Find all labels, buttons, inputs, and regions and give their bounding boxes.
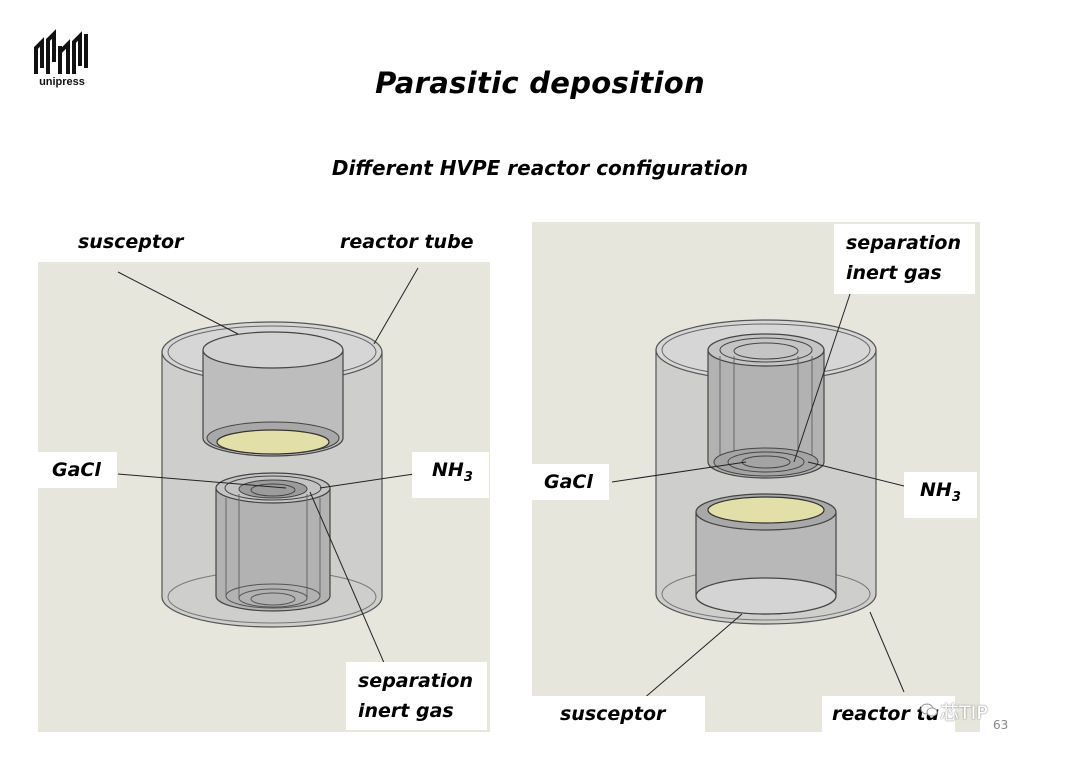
wechat-icon: [920, 703, 938, 717]
left-nh3-label: NH3: [412, 452, 489, 498]
right-gacl-label: GaCl: [532, 464, 609, 500]
left-separation-inert-gas-label: separation inert gas: [346, 662, 487, 730]
left-gacl-label: GaCl: [38, 452, 117, 488]
right-separation-inert-gas-label: separation inert gas: [834, 224, 975, 294]
page-number: 63: [993, 718, 1009, 732]
left-susceptor-label: susceptor: [58, 220, 220, 262]
right-reactor-diagram: separation inert gas GaCl NH3 susceptor …: [532, 222, 980, 732]
left-reactor-diagram: susceptor reactor tube GaCl NH3 separati…: [38, 220, 490, 732]
page-subtitle: Different HVPE reactor configuration: [331, 156, 749, 180]
right-nh3-label: NH3: [904, 472, 977, 518]
left-reactor-tube-label: reactor tube: [328, 220, 488, 262]
right-susceptor-label: susceptor: [532, 696, 706, 732]
watermark-text: 芯TIP: [940, 702, 988, 724]
logo-text: unipress: [39, 76, 85, 88]
unipress-logo: [34, 29, 88, 74]
page-title: Parasitic deposition: [375, 66, 705, 100]
